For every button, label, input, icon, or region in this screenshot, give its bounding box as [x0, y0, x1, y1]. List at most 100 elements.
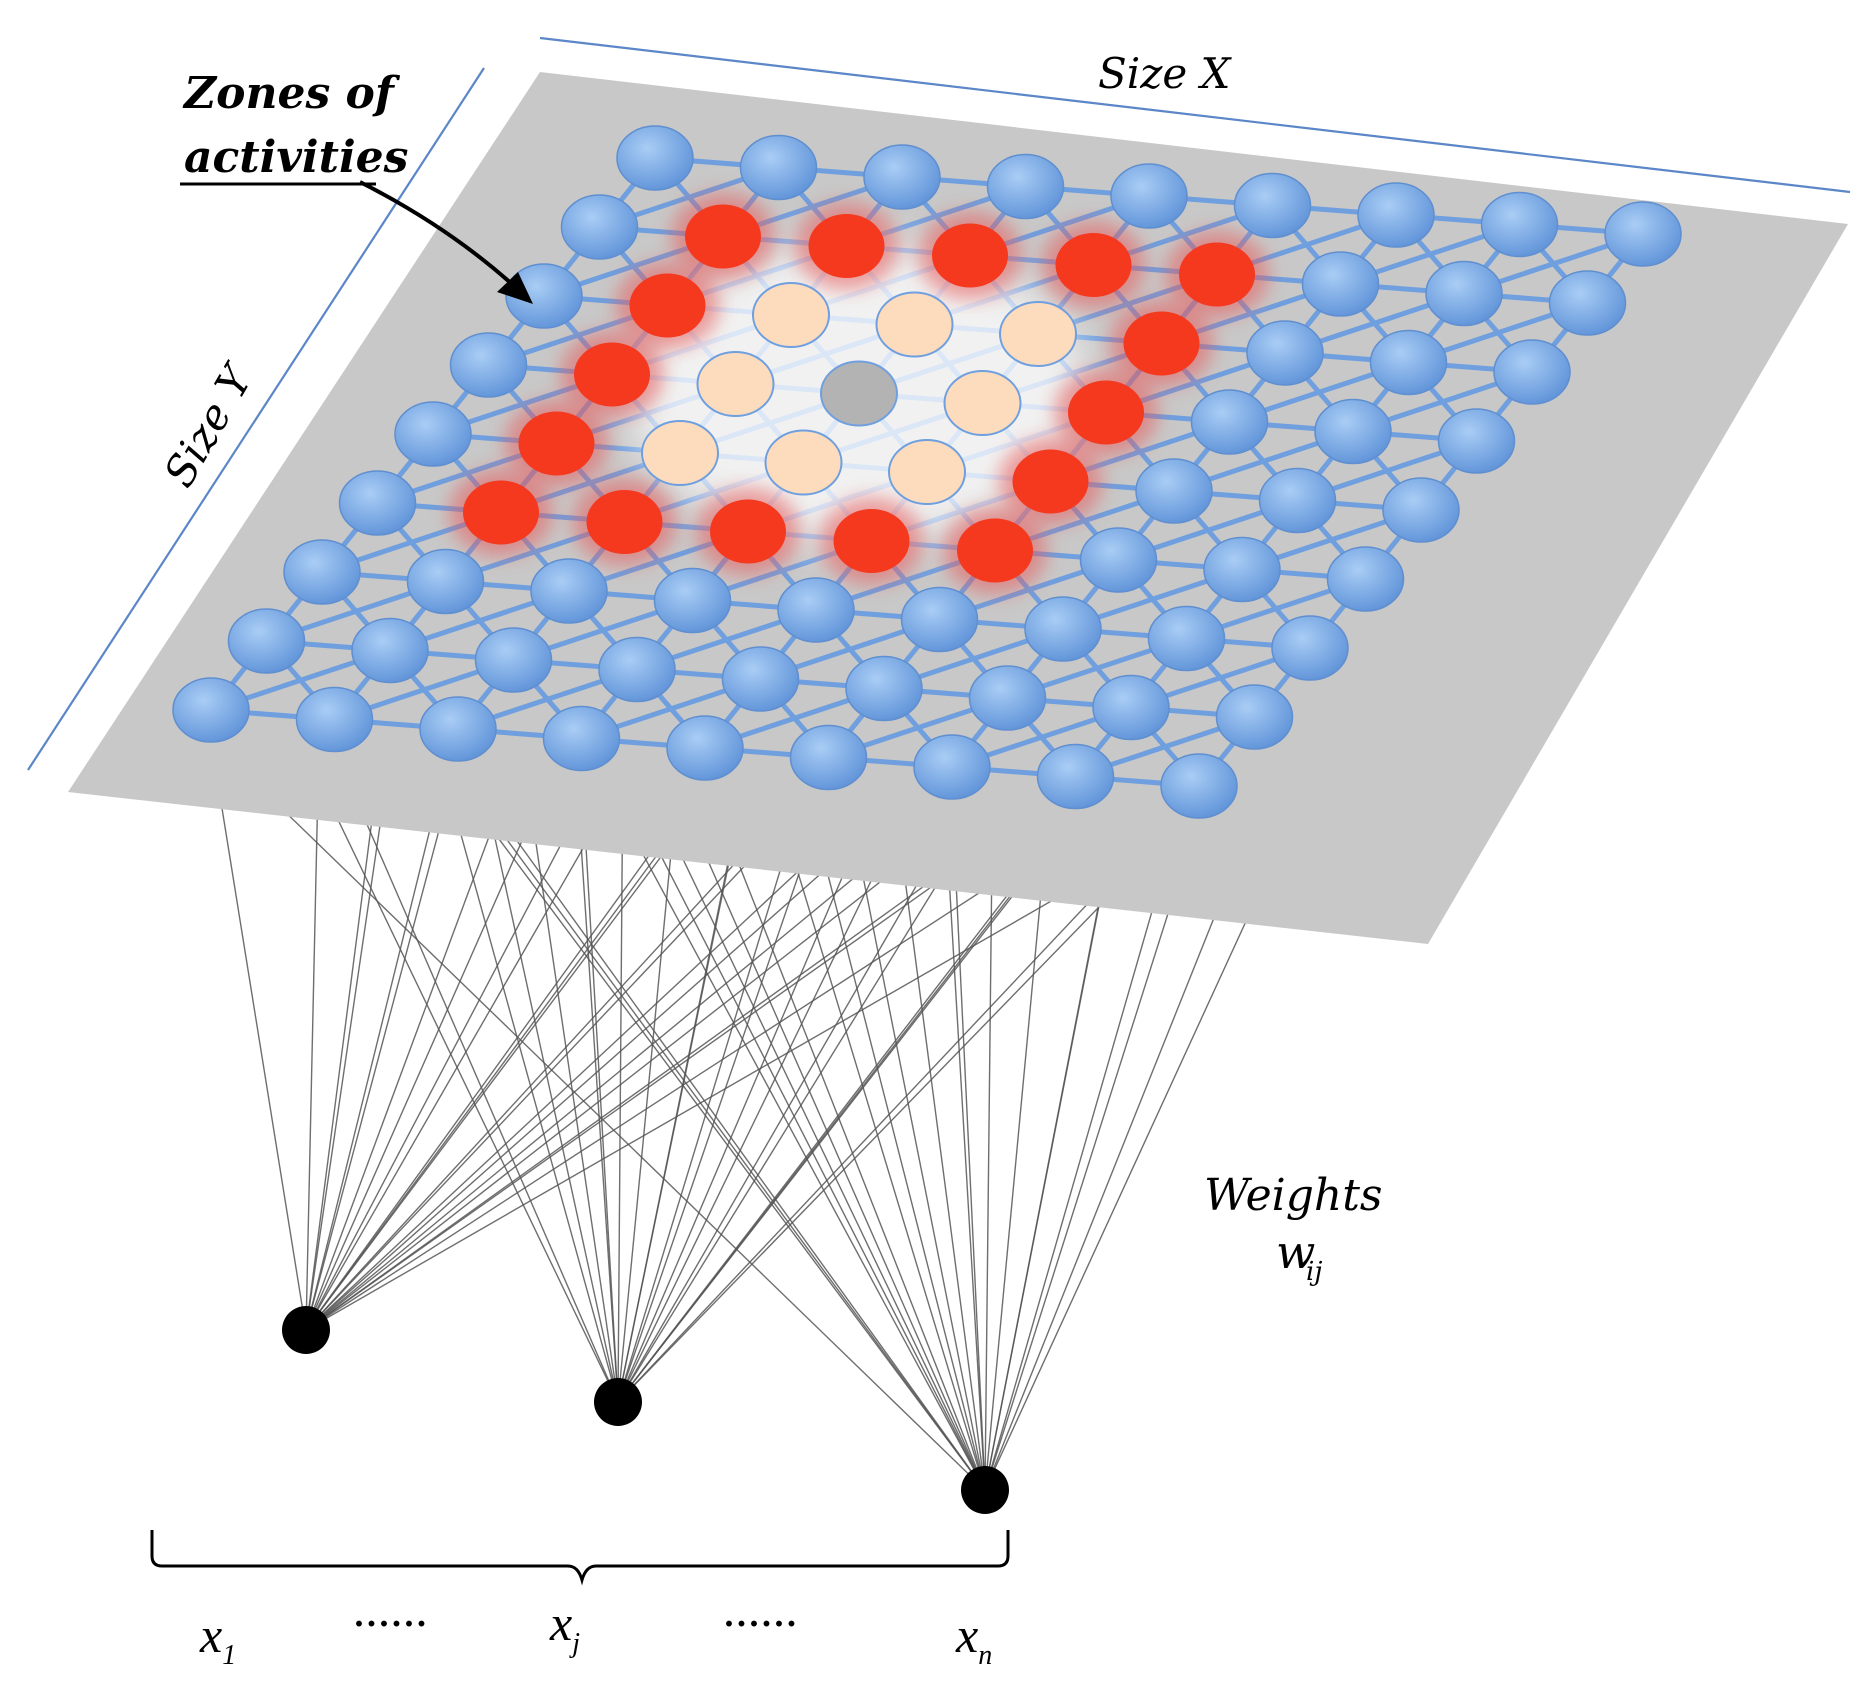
- active-neuron: [518, 411, 595, 476]
- neuron: [283, 539, 361, 605]
- input-node-1: [282, 1306, 330, 1354]
- dots-right: ······: [722, 1595, 797, 1651]
- neuron: [777, 577, 855, 643]
- neuron-lattice: [172, 125, 1682, 819]
- neurons: [172, 125, 1682, 819]
- active-neuron: [1068, 380, 1144, 445]
- neighbor-neuron: [641, 420, 719, 486]
- active-neuron: [932, 223, 1008, 288]
- active-neuron: [833, 509, 910, 573]
- input-label-j: xj: [549, 1595, 580, 1659]
- neuron: [739, 134, 818, 201]
- input-label-n: xn: [955, 1607, 992, 1671]
- neuron: [1271, 615, 1349, 681]
- input-layer: [282, 1306, 1009, 1514]
- neighbor-neuron: [764, 429, 843, 496]
- weight-line: [305, 796, 953, 1331]
- input-bracket: [150, 1530, 1010, 1586]
- size-y-label: Size Y: [154, 354, 264, 495]
- weight-line: [617, 787, 830, 1403]
- weights-symbol: w: [1276, 1225, 1315, 1279]
- input-node-3: [961, 1466, 1009, 1514]
- neuron: [1369, 329, 1448, 396]
- neuron: [1147, 605, 1226, 672]
- weight-line: [305, 758, 459, 1331]
- neuron: [913, 734, 991, 800]
- weight-line: [984, 815, 1200, 1491]
- neuron: [1604, 201, 1682, 267]
- neighbor-neuron: [875, 291, 954, 358]
- weight-line: [305, 777, 706, 1331]
- neuron: [172, 677, 250, 743]
- neuron: [449, 332, 528, 398]
- neuron: [1203, 536, 1281, 603]
- neuron: [419, 696, 497, 762]
- weight-line: [210, 739, 307, 1331]
- neuron: [1548, 270, 1627, 336]
- neuron: [845, 655, 923, 722]
- neuron: [1024, 596, 1102, 662]
- neuron: [530, 558, 608, 624]
- neuron: [1326, 546, 1405, 612]
- winner-neuron: [820, 360, 898, 427]
- neuron: [542, 705, 621, 772]
- size-y-line: [27, 67, 485, 771]
- neuron: [1215, 684, 1294, 750]
- active-neuron: [710, 499, 786, 564]
- neuron: [1135, 458, 1213, 524]
- neighbor-neuron: [999, 301, 1077, 367]
- neuron: [1110, 163, 1188, 229]
- input-label-1: x1: [199, 1607, 236, 1671]
- active-neuron: [1179, 242, 1255, 307]
- neuron: [1493, 339, 1571, 405]
- neuron: [1233, 172, 1312, 239]
- input-node-2: [594, 1378, 642, 1426]
- neuron: [406, 548, 485, 615]
- neuron: [1357, 182, 1435, 248]
- neuron: [1301, 251, 1380, 317]
- active-neuron: [574, 342, 650, 407]
- active-neuron: [629, 273, 706, 338]
- weights-subscript: ij: [1306, 1257, 1322, 1287]
- zones-label-line1: Zones of: [182, 68, 401, 119]
- active-neuron: [685, 204, 761, 269]
- active-neuron: [586, 490, 663, 554]
- neuron: [1246, 320, 1324, 386]
- neuron: [1258, 467, 1337, 534]
- weight-line: [457, 758, 986, 1491]
- neuron: [1190, 389, 1269, 455]
- active-neuron: [1123, 311, 1200, 376]
- weight-line: [210, 739, 986, 1491]
- neuron: [721, 646, 800, 712]
- weight-line: [333, 749, 619, 1403]
- neighbor-neuron: [888, 439, 966, 505]
- weight-line: [580, 768, 619, 1403]
- active-neuron: [808, 214, 885, 278]
- active-neuron: [463, 480, 539, 545]
- neuron: [1425, 260, 1503, 327]
- neuron: [1036, 743, 1115, 810]
- neuron: [666, 715, 744, 781]
- neuron: [394, 401, 472, 467]
- zones-label-line2: activities: [184, 132, 408, 183]
- size-x-label: Size X: [1098, 49, 1233, 98]
- neuron: [616, 125, 694, 191]
- neuron: [227, 608, 306, 674]
- neuron: [338, 470, 417, 536]
- neuron: [474, 627, 553, 693]
- neuron: [1092, 674, 1170, 741]
- neuron: [1437, 408, 1516, 474]
- neuron: [295, 686, 374, 753]
- neuron: [1480, 191, 1559, 258]
- neuron: [1079, 527, 1158, 593]
- active-neuron: [1012, 449, 1089, 514]
- neuron: [863, 144, 941, 210]
- neuron: [351, 617, 429, 684]
- neuron: [505, 263, 583, 329]
- neuron: [968, 665, 1047, 731]
- neighbor-neuron: [943, 370, 1022, 436]
- weights-label: Weights: [1204, 1170, 1383, 1221]
- zones-arrow: [359, 180, 533, 304]
- neighbor-neuron: [696, 351, 775, 417]
